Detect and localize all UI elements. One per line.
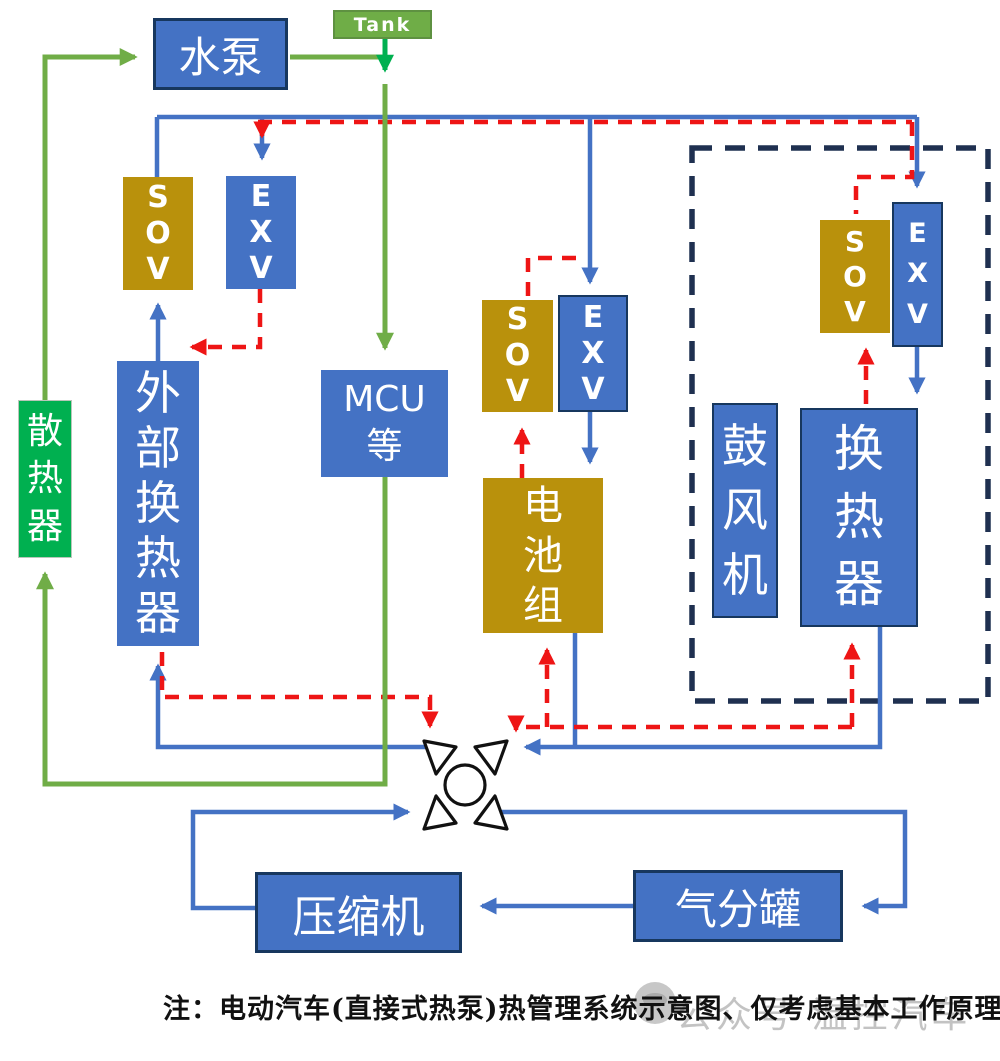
compressor-label: 压缩机 bbox=[292, 891, 425, 943]
battery-pack-box: 电池组 bbox=[483, 478, 603, 633]
watermark-text: 公众号 温控汽车 bbox=[676, 995, 972, 1036]
compressor-box: 压缩机 bbox=[255, 872, 462, 953]
outer-heat-exchanger-box: 外部换热器 bbox=[117, 361, 199, 646]
mcu-label: MCU等 bbox=[343, 378, 426, 467]
tank-label: Tank bbox=[353, 13, 412, 36]
sov-right-box: SOV bbox=[820, 220, 890, 333]
diagram-caption: 注：电动汽车(直接式热泵)热管理系统示意图、仅考虑基本工作原理 bbox=[163, 994, 1000, 1025]
sov-mid-label: SOV bbox=[504, 302, 531, 409]
exv-mid-label: EXV bbox=[581, 299, 605, 407]
sov-left-box: SOV bbox=[123, 177, 193, 290]
tank-box: Tank bbox=[333, 10, 432, 39]
blower-label: 鼓风机 bbox=[721, 418, 768, 602]
exv-right-box: EXV bbox=[892, 202, 943, 347]
green-coolant-lines bbox=[36, 48, 394, 787]
exv-left-box: EXV bbox=[226, 176, 296, 289]
water-pump-box: 水泵 bbox=[153, 18, 288, 90]
gas-separator-label: 气分罐 bbox=[674, 884, 801, 934]
sov-right-label: SOV bbox=[843, 225, 867, 328]
cabin-zone-dashed-frame bbox=[689, 145, 991, 704]
watermark-logo-icon bbox=[634, 982, 676, 1024]
water-pump-label: 水泵 bbox=[178, 32, 263, 82]
outer-heat-exchanger-label: 外部换热器 bbox=[134, 365, 181, 641]
exv-mid-box: EXV bbox=[558, 295, 628, 412]
four-way-valve-icon bbox=[422, 739, 509, 831]
gas-separator-box: 气分罐 bbox=[633, 870, 843, 942]
blower-box: 鼓风机 bbox=[712, 403, 778, 618]
radiator-box: 散热器 bbox=[18, 400, 72, 558]
cabin-heat-exchanger-box: 换热器 bbox=[800, 408, 918, 627]
mcu-box: MCU等 bbox=[321, 370, 448, 477]
battery-pack-label: 电池组 bbox=[522, 482, 563, 629]
cabin-heat-exchanger-label: 换热器 bbox=[834, 420, 884, 614]
exv-right-label: EXV bbox=[907, 217, 928, 330]
radiator-label: 散热器 bbox=[26, 410, 63, 547]
sov-mid-box: SOV bbox=[482, 300, 553, 412]
red-arrowheads bbox=[189, 121, 875, 733]
sov-left-label: SOV bbox=[145, 179, 171, 287]
exv-left-label: EXV bbox=[249, 178, 273, 286]
